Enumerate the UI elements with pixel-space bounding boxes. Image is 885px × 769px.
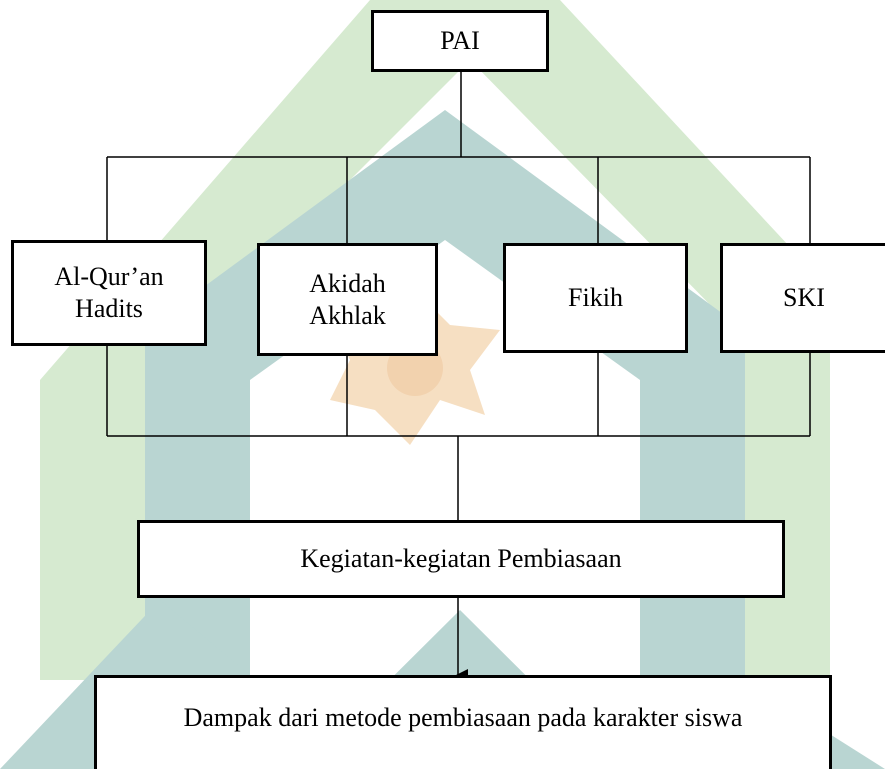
subject-label-akidah-line1: Akidah <box>309 268 386 298</box>
activities-box: Kegiatan-kegiatan Pembiasaan <box>137 520 785 598</box>
subject-label-fikih: Fikih <box>568 283 623 312</box>
subject-box-quran: Al-Qur’an Hadits <box>11 240 207 346</box>
subject-box-ski: SKI <box>720 243 885 353</box>
activities-label: Kegiatan-kegiatan Pembiasaan <box>300 544 622 573</box>
subject-box-fikih: Fikih <box>503 243 688 353</box>
subject-box-akidah: Akidah Akhlak <box>257 243 438 356</box>
pai-label: PAI <box>440 26 480 55</box>
subject-label-quran-line2: Hadits <box>75 294 143 323</box>
subject-label-quran-line1: Al-Qur’an <box>54 262 164 291</box>
subject-label-ski: SKI <box>783 283 825 312</box>
pai-box: PAI <box>371 10 549 72</box>
subject-label-akidah-line2: Akhlak <box>309 300 386 330</box>
impact-box: Dampak dari metode pembiasaan pada karak… <box>94 675 832 769</box>
watermark-green-arch <box>40 0 830 690</box>
impact-label: Dampak dari metode pembiasaan pada karak… <box>183 703 743 732</box>
